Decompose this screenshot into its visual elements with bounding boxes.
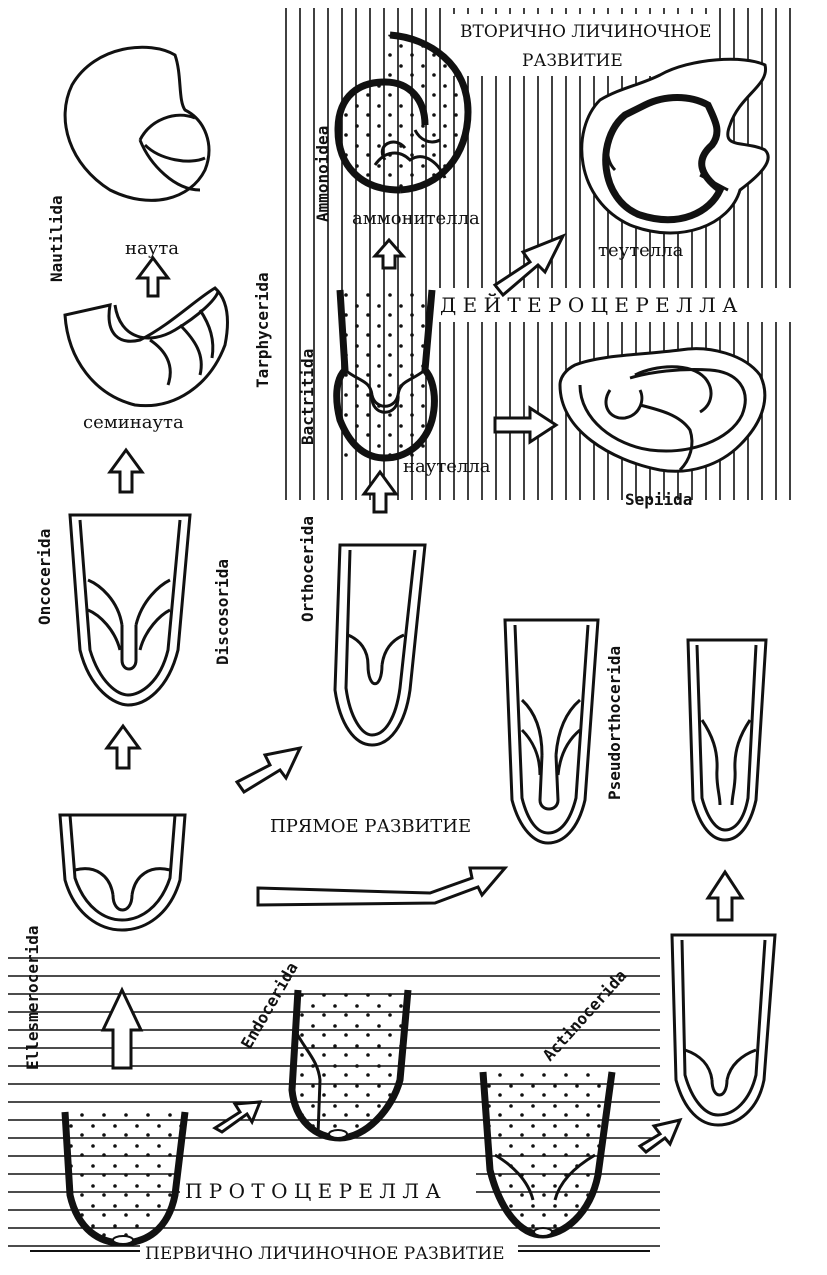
label-ellesmerocerida: Ellesmerocerida bbox=[23, 926, 42, 1071]
label-nautilida: Nautilida bbox=[47, 195, 66, 282]
label-protocerella: П Р О Т О Ц Е Р Е Л Л А bbox=[185, 1179, 441, 1203]
arrow-to-endocerida bbox=[215, 1102, 260, 1132]
nautilida-shell bbox=[65, 47, 209, 200]
label-secondary-larval-1: ВТОРИЧНО ЛИЧИНОЧНОЕ bbox=[460, 22, 711, 42]
actinocerida-larva-shell bbox=[672, 935, 775, 1125]
arrow-up-ellesmerocerida bbox=[103, 990, 141, 1068]
arrow-up-nautella bbox=[364, 472, 396, 512]
label-secondary-larval-2: РАЗВИТИЕ bbox=[522, 51, 623, 71]
nautella-shell bbox=[337, 290, 435, 460]
teutella-shell bbox=[582, 59, 768, 233]
pseudorthocerida-shell-2 bbox=[688, 640, 766, 840]
protocerella-shell bbox=[65, 1112, 185, 1244]
arrow-up-pseudorthocerida bbox=[708, 872, 742, 920]
arrow-to-actinocerida-larva bbox=[640, 1120, 680, 1152]
label-seminauta: семинаута bbox=[83, 412, 184, 433]
label-discosorida: Discosorida bbox=[213, 559, 232, 665]
ellesmerocerida-shell bbox=[60, 815, 185, 930]
label-oncocerida: Oncocerida bbox=[35, 529, 54, 625]
arrow-to-orthocerida bbox=[237, 748, 300, 792]
label-bactritida: Bactritida bbox=[298, 349, 317, 445]
label-deuterocerella: Д Е Й Т Е Р О Ц Е Р Е Л Л А bbox=[440, 292, 737, 317]
arrow-long-to-pseudorthocerida bbox=[258, 868, 505, 905]
oncocerida-shell bbox=[70, 515, 190, 705]
pseudorthocerida-shell-1 bbox=[505, 620, 598, 843]
arrow-to-sepiida bbox=[495, 408, 556, 442]
label-ammonoidea: Ammonoidea bbox=[313, 126, 332, 222]
label-primary-larval: ПЕРВИЧНО ЛИЧИНОЧНОЕ РАЗВИТИЕ bbox=[145, 1244, 505, 1264]
arrow-up-nauta bbox=[138, 258, 168, 296]
endocerida-shell bbox=[292, 990, 408, 1138]
arrow-up-seminauta bbox=[110, 450, 142, 492]
seminauta-shell bbox=[65, 288, 228, 406]
label-teutella: теутелла bbox=[598, 240, 684, 261]
arrow-up-oncocerida bbox=[107, 726, 139, 768]
actinocerida-shell bbox=[483, 1072, 612, 1236]
label-sepiida: Sepiida bbox=[625, 490, 692, 509]
label-orthocerida: Orthocerida bbox=[298, 516, 317, 622]
orthocerida-shell bbox=[335, 545, 425, 745]
label-nautella: наутелла bbox=[403, 456, 491, 477]
label-tarphycerida: Tarphycerida bbox=[253, 272, 272, 388]
label-actinocerida: Actinocerida bbox=[539, 966, 630, 1065]
label-ammonitella: аммонителла bbox=[352, 208, 480, 229]
label-nauta: наута bbox=[125, 238, 179, 259]
label-direct-development: ПРЯМОЕ РАЗВИТИЕ bbox=[270, 816, 471, 837]
label-pseudorthocerida: Pseudorthocerida bbox=[605, 646, 624, 800]
